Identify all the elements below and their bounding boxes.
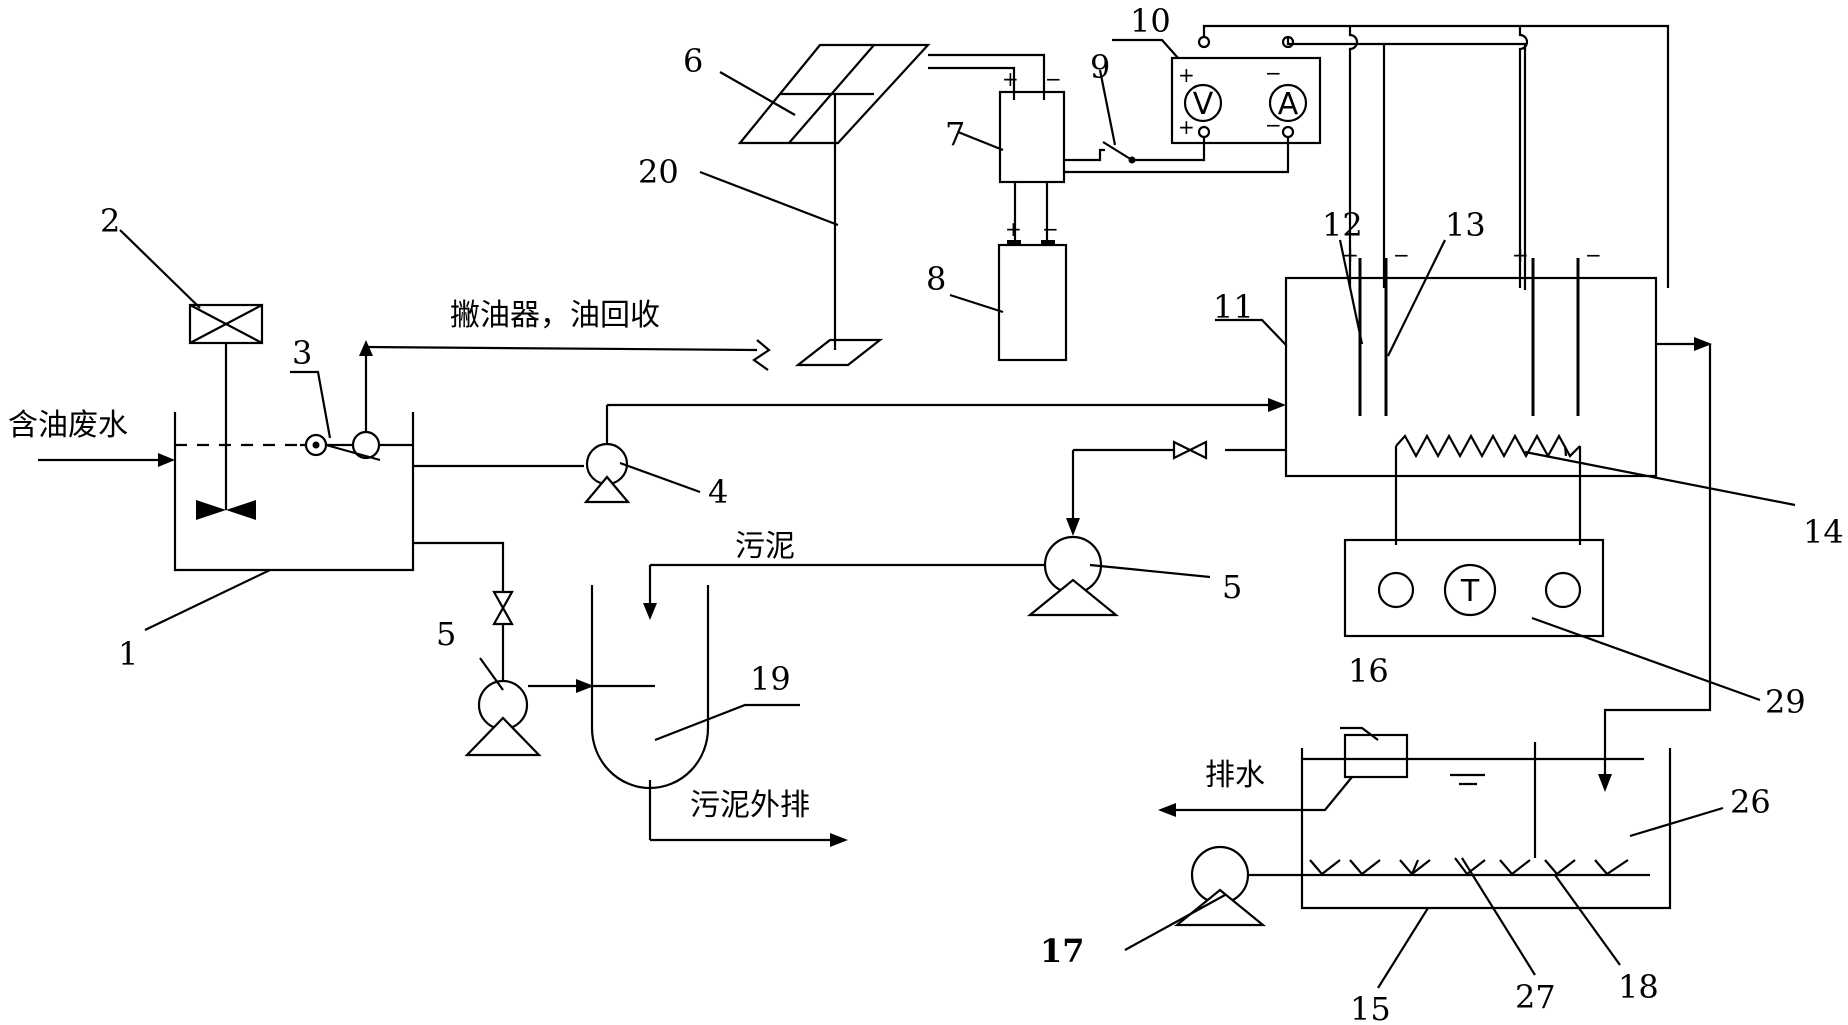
tank-sludge-outlet bbox=[413, 541, 514, 683]
label-tank26-num: 26 bbox=[1730, 783, 1771, 821]
reactor-outlet-pipe bbox=[1598, 344, 1712, 792]
stirrer-motor bbox=[188, 303, 264, 520]
skimmer-oil-recovery-label: 撇油器，油回收 bbox=[450, 298, 660, 333]
sludge-pump-left bbox=[464, 679, 594, 757]
sludge-label: 污泥 bbox=[735, 529, 795, 564]
oil-skimmer bbox=[304, 339, 771, 462]
reactor-sludge-line bbox=[643, 440, 1286, 620]
label-temp-controller-num: 29 bbox=[1765, 683, 1806, 721]
label-battery-num: 8 bbox=[926, 260, 946, 298]
aeration-blower bbox=[1173, 845, 1302, 927]
battery-minus: − bbox=[1042, 217, 1059, 241]
label-switch-num: 9 bbox=[1090, 48, 1110, 86]
electrode3-plus: + bbox=[1512, 243, 1529, 267]
electrode-wiring bbox=[1202, 24, 1670, 290]
electrode13-minus: − bbox=[1393, 243, 1410, 267]
controller-plus: + bbox=[1002, 67, 1019, 91]
temperature-controller bbox=[1343, 538, 1605, 638]
label-solar-panel-num: 6 bbox=[683, 42, 703, 80]
label-heater-num: 14 bbox=[1803, 513, 1844, 551]
controller-minus: − bbox=[1045, 67, 1062, 91]
battery-plus: + bbox=[1005, 217, 1022, 241]
label-reactor-num: 11 bbox=[1213, 288, 1254, 326]
label-cathode-num: 13 bbox=[1445, 206, 1486, 244]
label-anode-num: 12 bbox=[1322, 206, 1363, 244]
storage-battery bbox=[997, 240, 1068, 362]
label-pump5-left-num: 5 bbox=[436, 615, 456, 653]
label-feed-pump-num: 4 bbox=[708, 473, 728, 511]
label-blower-num: 17 bbox=[1040, 932, 1085, 970]
solar-panel bbox=[737, 43, 1046, 367]
solar-controller bbox=[998, 90, 1066, 242]
label-weir-num: 16 bbox=[1348, 652, 1389, 690]
sludge-discharge-label: 污泥外排 bbox=[690, 788, 810, 823]
overflow-weir bbox=[1158, 733, 1409, 817]
electrode4-minus: − bbox=[1585, 243, 1602, 267]
oily-wastewater-label: 含油废水 bbox=[8, 408, 128, 443]
meter-box bbox=[1170, 35, 1322, 145]
voltmeter-plus-top: + bbox=[1178, 63, 1195, 87]
ammeter-minus-top: − bbox=[1265, 61, 1282, 85]
ammeter-minus-bottom: − bbox=[1265, 113, 1282, 137]
electrode12-plus: + bbox=[1342, 243, 1359, 267]
sludge-tank bbox=[590, 585, 848, 847]
label-tank-num: 1 bbox=[118, 635, 138, 673]
wastewater-inlet-arrow bbox=[38, 453, 175, 467]
leader-lines bbox=[119, 38, 1796, 989]
label-bracket-num: 20 bbox=[638, 153, 679, 191]
oil-separation-tank bbox=[173, 412, 415, 572]
thermometer-label: T bbox=[1460, 574, 1480, 609]
label-settling-tank-num: 15 bbox=[1350, 990, 1391, 1025]
feed-pump bbox=[583, 398, 1286, 504]
heating-coil bbox=[1394, 433, 1582, 545]
label-aerator-num: 27 bbox=[1515, 978, 1556, 1016]
voltmeter-label: V bbox=[1193, 87, 1214, 122]
settling-tank bbox=[1300, 742, 1672, 910]
label-sludge-tank-num: 19 bbox=[750, 660, 791, 698]
label-pump5-right-num: 5 bbox=[1222, 568, 1242, 606]
ammeter-label: A bbox=[1278, 87, 1299, 122]
label-skimmer-num: 3 bbox=[292, 334, 312, 372]
label-1-stirrer-num: 2 bbox=[100, 202, 120, 240]
voltmeter-plus-bottom: + bbox=[1178, 115, 1195, 139]
power-switch bbox=[1064, 134, 1290, 174]
label-diffuser-num: 18 bbox=[1618, 968, 1659, 1006]
label-controller-num: 7 bbox=[945, 115, 965, 153]
drainage-label: 排水 bbox=[1205, 758, 1265, 793]
label-meter-box-num: 10 bbox=[1130, 2, 1171, 40]
